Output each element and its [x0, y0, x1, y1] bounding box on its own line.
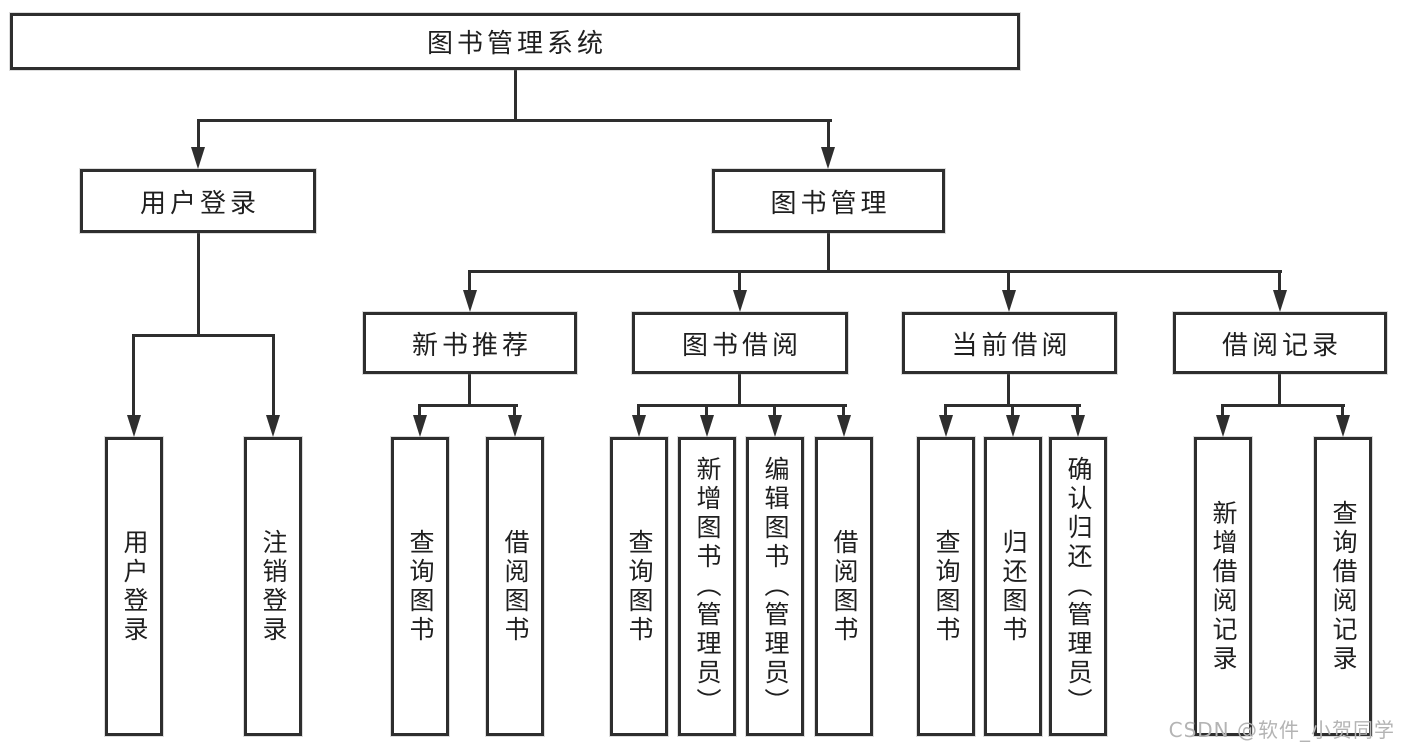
connector-line [272, 334, 275, 418]
connector-line [637, 404, 640, 419]
connector-arrow [413, 415, 427, 437]
connector-line [468, 270, 471, 292]
connector-arrow [1071, 415, 1085, 437]
csdn-watermark: CSDN @软件_小贺同学 [1168, 718, 1395, 742]
leaf-borrow-books-recommend: 借阅图书 [486, 437, 544, 736]
connector-line [513, 404, 516, 419]
connector-line [418, 404, 518, 407]
leaf-add-borrow-record: 新增借阅记录 [1194, 437, 1252, 736]
leaf-query-books-recommend: 查询图书 [391, 437, 449, 736]
connector-line [1221, 404, 1345, 407]
connector-line [1076, 404, 1079, 419]
connector-line [944, 404, 947, 419]
connector-arrow [632, 415, 646, 437]
connector-line [842, 404, 845, 419]
node-book-borrowing: 图书借阅 [632, 312, 848, 374]
connector-arrow [1002, 290, 1016, 312]
connector-arrow [1273, 290, 1287, 312]
connector-arrow [768, 415, 782, 437]
node-borrowing-records: 借阅记录 [1173, 312, 1387, 374]
connector-arrow [821, 147, 835, 169]
connector-line [197, 119, 832, 122]
connector-line [738, 270, 741, 292]
connector-line [197, 119, 200, 150]
connector-line [1011, 404, 1014, 419]
leaf-borrow-books-borrowing: 借阅图书 [815, 437, 873, 736]
connector-line [468, 373, 471, 407]
leaf-user-login: 用户登录 [105, 437, 163, 736]
connector-arrow [939, 415, 953, 437]
connector-line [468, 270, 1282, 273]
leaf-add-books-admin: 新增图书（管理员） [678, 437, 736, 736]
connector-arrow [266, 415, 280, 437]
connector-arrow [463, 290, 477, 312]
connector-line [1221, 404, 1224, 419]
leaf-query-books-borrowing: 查询图书 [610, 437, 668, 736]
connector-line [1007, 270, 1010, 292]
node-new-book-recommendation: 新书推荐 [363, 312, 577, 374]
connector-arrow [1336, 415, 1350, 437]
connector-line [132, 334, 275, 337]
connector-line [773, 404, 776, 419]
connector-line [514, 70, 517, 121]
connector-arrow [733, 290, 747, 312]
connector-line [637, 404, 847, 407]
node-current-borrowing: 当前借阅 [902, 312, 1117, 374]
connector-arrow [508, 415, 522, 437]
connector-line [1341, 404, 1344, 419]
node-user-login-group: 用户登录 [80, 169, 316, 233]
connector-line [738, 373, 741, 407]
connector-arrow [1216, 415, 1230, 437]
connector-line [827, 119, 830, 150]
connector-arrow [127, 415, 141, 437]
leaf-return-books: 归还图书 [984, 437, 1042, 736]
connector-line [1278, 373, 1281, 407]
node-library-management-system: 图书管理系统 [10, 13, 1020, 70]
connector-line [197, 233, 200, 337]
connector-arrow [191, 147, 205, 169]
leaf-confirm-return-admin: 确认归还（管理员） [1049, 437, 1107, 736]
connector-arrow [837, 415, 851, 437]
connector-arrow [1006, 415, 1020, 437]
connector-line [1278, 270, 1281, 292]
connector-line [132, 334, 135, 418]
connector-line [827, 233, 830, 273]
connector-line [705, 404, 708, 419]
leaf-query-borrow-record: 查询借阅记录 [1314, 437, 1372, 736]
connector-arrow [700, 415, 714, 437]
leaf-edit-books-admin: 编辑图书（管理员） [746, 437, 804, 736]
connector-line [1007, 373, 1010, 407]
connector-line [418, 404, 421, 419]
node-book-management-group: 图书管理 [712, 169, 945, 233]
leaf-logout-login: 注销登录 [244, 437, 302, 736]
leaf-query-books-current: 查询图书 [917, 437, 975, 736]
